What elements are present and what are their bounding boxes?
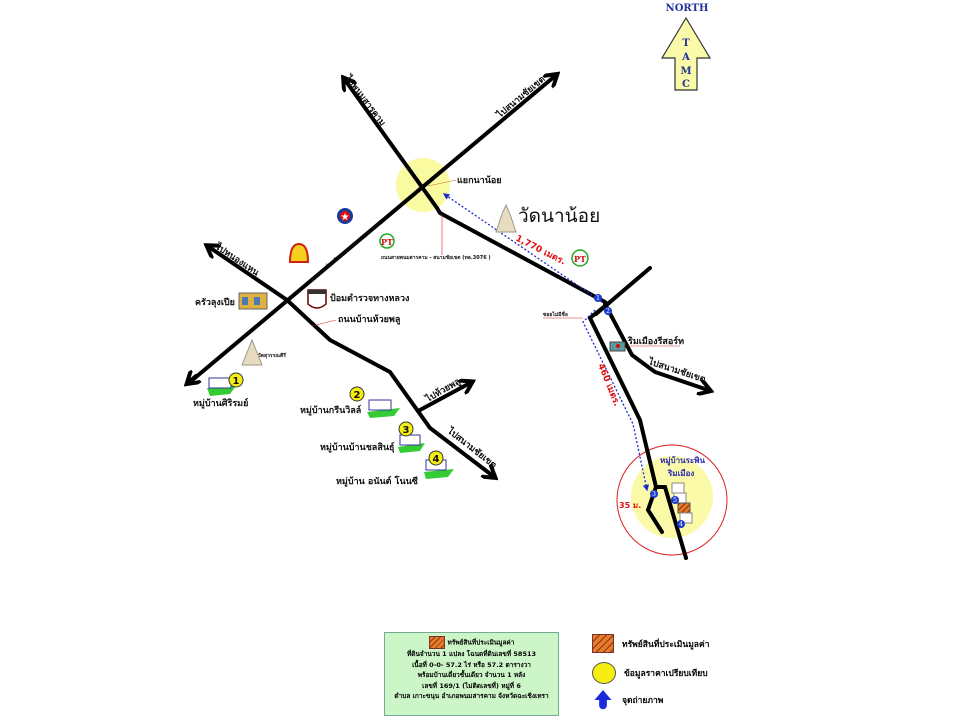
photo-point-icon — [594, 294, 602, 302]
hatched-square-icon — [428, 636, 445, 649]
road-to-nong-khae — [209, 247, 289, 302]
label-soi-no-name: ซอยไม่มีชื่อ — [543, 310, 568, 318]
svg-text:PT: PT — [574, 254, 586, 264]
north-label: NORTH — [666, 3, 709, 14]
label-village-rapin: ริมเมือง — [667, 468, 694, 478]
legend-label: ทรัพย์สินที่ประเมินมูลค่า — [622, 639, 710, 650]
north-arrow: NORTH T A M C — [660, 3, 712, 91]
photo-points: 1 2 3 5 4 — [594, 294, 685, 528]
road-to-huai-phlu-branch — [418, 383, 470, 412]
label-road-3076: ถนนสายพนมสารคาม - สนามชัยเขต (ทล.3076 ) — [381, 254, 491, 261]
police-shield-icon — [307, 289, 327, 309]
label-wat-suwan: วัดสุวรรณคีรี — [258, 352, 286, 359]
label-yaek-na-noi: แยกนาน้อย — [457, 175, 502, 186]
label-to-sanam-chai-khet-ne: ไปสนามชัยเขต — [493, 73, 547, 121]
village-name: หมู่บ้านบ้านชลสินธุ์ — [320, 441, 394, 453]
svg-text:★: ★ — [341, 212, 350, 223]
info-title: ทรัพย์สินที่ประเมินมูลค่า — [447, 638, 515, 647]
label-to-phanom-sarakham: ไปพนมสารคาม — [342, 72, 389, 129]
pt-station-icon: PT — [571, 249, 589, 267]
road-to-sanam-chai-khet-e — [603, 302, 708, 390]
village-name: หมู่บ้านศิริรมย์ — [193, 397, 248, 409]
legend-label: จุดถ่ายภาพ — [622, 696, 664, 706]
info-line: เลขที่ 169/1 (ไม่ติดเลขที่) หมู่ที่ 6 — [422, 681, 521, 690]
label-road-huai-phlu: ถนนบ้านห้วยพลู — [338, 314, 400, 325]
shell-icon — [288, 242, 310, 263]
blue-arrow-icon — [594, 690, 612, 710]
label-village-rapin: หมู่บ้านระพิน — [660, 455, 705, 466]
photo-point-icon — [677, 520, 685, 528]
label-road-304: ถนนสายเลี่ยงเมืองพนมสารคาม (ทล.304) — [308, 218, 384, 283]
village-1: 1 หมู่บ้านศิริรมย์ — [193, 372, 248, 409]
info-line: ตำบล เกาะขนุน อำเภอพนมสารคาม จังหวัดฉะเช… — [394, 692, 549, 700]
village-name: หมู่บ้าน อนันต์ โนนซี — [336, 475, 418, 487]
temple-icon — [495, 203, 517, 233]
label-krua-lung-pia: ครัวลุงเปีย — [195, 297, 235, 308]
village-number: 4 — [433, 454, 440, 465]
temple-icon — [241, 338, 263, 366]
photo-point-number: 2 — [606, 308, 610, 315]
north-letter: M — [680, 66, 691, 77]
village-3: 3 หมู่บ้านบ้านชลสินธุ์ — [320, 421, 425, 453]
village-name: หมู่บ้านกรีนวิลล์ — [300, 404, 361, 416]
legend-label: ข้อมูลราคาเปรียบเทียบ — [624, 669, 708, 679]
north-letter: C — [682, 79, 690, 90]
legend-item: จุดถ่ายภาพ — [592, 690, 663, 710]
yellow-ellipse-icon — [592, 662, 616, 684]
texaco-icon: ★ — [337, 208, 353, 224]
resort-icon — [609, 341, 626, 352]
info-line: พร้อมบ้านเดี่ยวชั้นเดียว จำนวน 1 หลัง — [417, 671, 526, 679]
village-2: 2 หมู่บ้านกรีนวิลล์ — [300, 386, 400, 418]
north-letter: A — [681, 52, 690, 63]
hatched-square-icon — [592, 634, 614, 653]
label-distance-35: 35 ม. — [619, 501, 641, 510]
legend-item: ทรัพย์สินที่ประเมินมูลค่า — [592, 634, 709, 653]
road-304 — [188, 76, 555, 384]
restaurant-icon — [238, 292, 268, 310]
label-wat-na-noi: วัดนาน้อย — [518, 205, 600, 227]
village-4: 4 หมู่บ้าน อนันต์ โนนซี — [336, 450, 454, 487]
info-line: ที่ดินจำนวน 1 แปลง โฉนดที่ดินเลขที่ 5851… — [406, 650, 537, 658]
property-plots — [671, 482, 693, 524]
village-number: 3 — [403, 425, 410, 436]
photo-point-icon — [671, 496, 679, 504]
photo-point-icon — [604, 307, 612, 315]
label-rim-mueang-resort: ริมเมืองรีสอร์ท — [627, 335, 684, 347]
route-460 — [582, 309, 650, 492]
road-huai-phlu — [285, 298, 493, 476]
photo-point-number: 5 — [673, 497, 677, 504]
pt-station-icon: PT — [379, 233, 395, 249]
label-police-box: ป้อมตำรวจทางหลวง — [330, 293, 409, 304]
roads — [188, 76, 708, 560]
label-distance-460: 460 เมตร. — [595, 362, 621, 407]
legend-item: ข้อมูลราคาเปรียบเทียบ — [592, 662, 708, 684]
property-area-circle — [616, 444, 728, 556]
label-to-nong-khae: ไปหนองแหน — [212, 240, 262, 279]
photo-point-number: 4 — [679, 521, 683, 528]
info-line: เนื้อที่ 0-0- 57.2 ไร่ หรือ 57.2 ตารางวา — [412, 660, 531, 669]
photo-point-icon — [650, 490, 658, 498]
label-distance-1770: 1,770 เมตร. — [514, 234, 567, 268]
property-info-box: ทรัพย์สินที่ประเมินมูลค่า ที่ดินจำนวน 1 … — [384, 632, 559, 716]
north-letter: T — [682, 38, 690, 49]
appraised-property — [677, 502, 691, 514]
soi-road — [587, 300, 688, 560]
svg-text:PT: PT — [381, 237, 393, 247]
photo-point-number: 1 — [596, 295, 600, 302]
road-3076 — [435, 206, 607, 304]
village-number: 1 — [233, 376, 240, 387]
photo-point-number: 3 — [652, 491, 656, 498]
village-number: 2 — [354, 390, 361, 401]
